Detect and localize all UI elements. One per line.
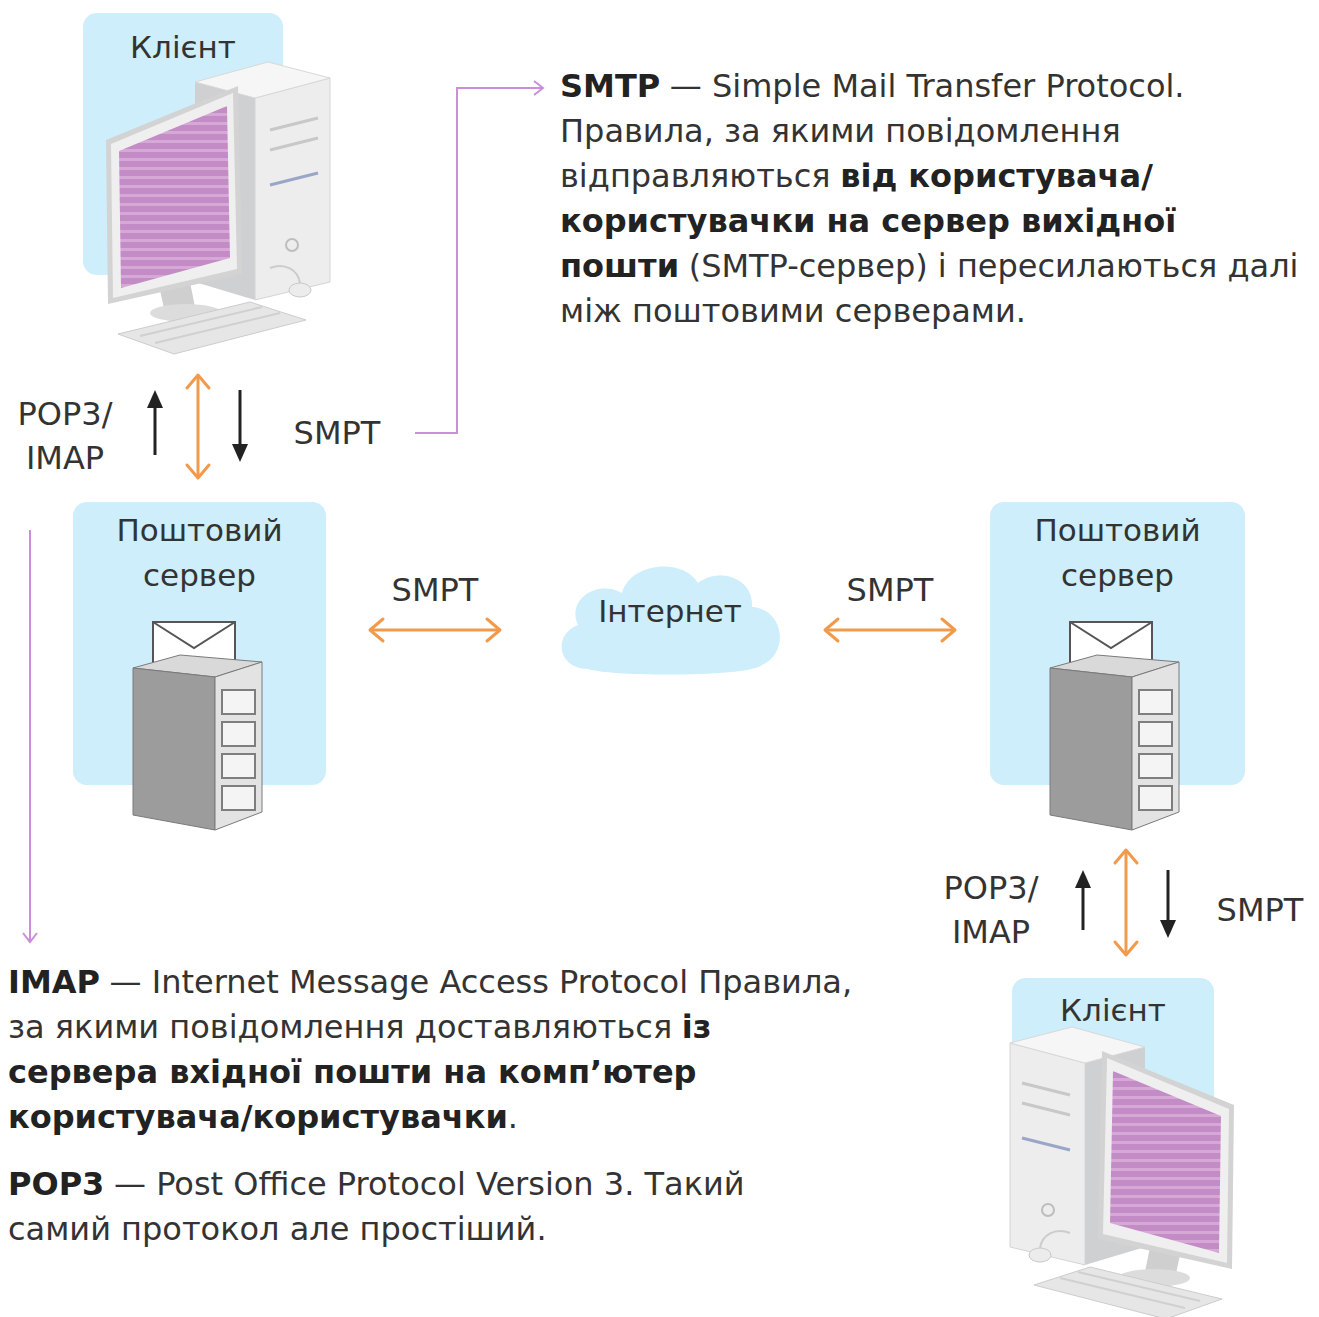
mail-server-box: Поштовий сервер: [990, 502, 1245, 830]
exchange-arrow: [370, 619, 500, 641]
text-holder: Клієнт: [83, 25, 283, 70]
arrow-head: [1115, 850, 1137, 863]
connector-line: [370, 629, 500, 632]
text-holder: Клієнт: [1012, 988, 1214, 1033]
arrow-head: [147, 390, 163, 408]
computer-icon: [1010, 1027, 1234, 1317]
note-paragraph: SMTP— Simple Mail Transfer Protocol. Пра…: [560, 64, 1312, 334]
client-box: Клієнт: [995, 978, 1245, 1310]
arrow-head: [825, 619, 838, 641]
note-paragraph: IMAP— Internet Message Access Protocol П…: [8, 960, 853, 1140]
protocol-label: POP3/ IMAP: [930, 866, 1052, 954]
arrow-head: [370, 619, 383, 641]
connector-line: [1167, 870, 1170, 926]
node-label: Клієнт: [83, 25, 283, 70]
connector-line: [1082, 882, 1085, 930]
node-label: Інтернет: [550, 589, 790, 634]
text-holder: Поштовий сервер: [73, 508, 326, 598]
node-label: Клієнт: [1012, 988, 1214, 1033]
leader-line: [415, 81, 543, 433]
text-holder: Поштовий сервер: [990, 508, 1245, 598]
connector-line: [1125, 850, 1128, 955]
server-icon: [1050, 622, 1179, 830]
protocol-label: SMPT: [380, 568, 490, 612]
connector-line: [197, 375, 200, 478]
exchange-arrow: [825, 619, 955, 641]
mail-server-box: Поштовий сервер: [73, 502, 326, 830]
arrow-head: [187, 465, 209, 478]
protocol-name: IMAP: [8, 963, 100, 1001]
flow-arrow: [147, 390, 163, 455]
connector-line: [239, 390, 242, 450]
arrow-head: [232, 444, 248, 462]
protocol-name: SMTP: [560, 67, 660, 105]
note-paragraph: POP3— Post Office Protocol Version 3. Та…: [8, 1162, 838, 1252]
flow-arrow: [1160, 870, 1176, 938]
arrow-head: [187, 375, 209, 388]
computer-icon: [106, 62, 330, 354]
arrow-head: [942, 619, 955, 641]
note-text: — Post Office Protocol Version 3. Такий …: [8, 1165, 745, 1248]
protocol-name: POP3: [8, 1165, 104, 1203]
client-box: Клієнт: [83, 13, 333, 350]
arrow-head: [1075, 870, 1091, 888]
protocol-label: POP3/ IMAP: [5, 392, 125, 480]
connector-line: [825, 629, 955, 632]
leader-line: [23, 530, 37, 942]
note-text: .: [508, 1098, 518, 1136]
note-text: — Internet Message Access Protocol Прави…: [8, 963, 852, 1046]
exchange-arrow: [187, 375, 209, 478]
arrow-head: [1115, 942, 1137, 955]
internet-cloud: Інтернет: [550, 555, 790, 680]
flow-arrow: [232, 390, 248, 462]
flow-arrow: [1075, 870, 1091, 930]
arrow-head: [1160, 920, 1176, 938]
protocol-label: SMPT: [1207, 888, 1313, 932]
text-holder: Інтернет: [550, 589, 790, 634]
protocol-label: SMPT: [835, 568, 945, 612]
server-icon: [133, 622, 262, 830]
connector-line: [154, 402, 157, 455]
protocol-label: SMPT: [282, 411, 392, 455]
exchange-arrow: [1115, 850, 1137, 955]
node-label: Поштовий сервер: [73, 508, 326, 598]
arrow-head: [487, 619, 500, 641]
node-label: Поштовий сервер: [990, 508, 1245, 598]
